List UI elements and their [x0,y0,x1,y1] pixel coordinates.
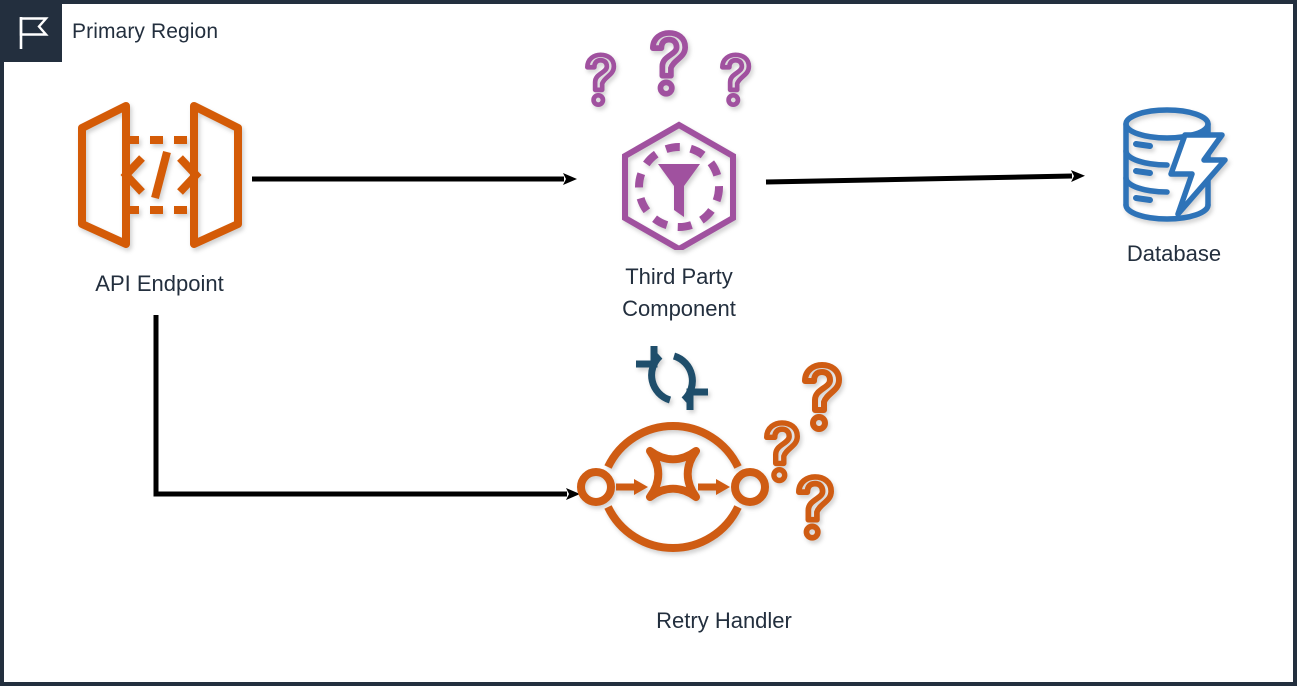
lightning-bolt-icon [1167,132,1228,217]
third-party-icon-art [572,30,787,255]
api-gateway-icon [77,102,242,248]
flag-icon [19,17,49,49]
question-mark-group [764,362,842,541]
output-port-icon [731,468,769,506]
node-database[interactable]: Database [1089,102,1259,270]
node-label-retry-handler: Retry Handler [656,608,792,633]
node-retry-handler[interactable]: Retry Handler [569,334,879,637]
region-flag-badge [4,4,62,62]
dashed-circle [634,143,723,231]
node-third-party-component[interactable]: Third Party Component [559,30,799,325]
hexagon-filter-icon [584,30,751,253]
input-port-icon [577,468,615,506]
retry-refresh-icon [636,346,708,410]
node-label-api-endpoint: API Endpoint [95,271,224,296]
node-label-third-party-component: Third Party Component [622,264,736,321]
connector-third-party-to-database [765,170,1085,185]
database-lightning-icon [1122,107,1228,222]
database-icon-art [1112,102,1237,232]
api-endpoint-icon-art [70,92,250,262]
flow-arrows [616,479,730,495]
node-api-endpoint[interactable]: API Endpoint [52,92,267,300]
question-mark-group [584,30,751,108]
hexagon-outline [621,121,736,253]
funnel-icon [657,164,700,217]
node-label-database: Database [1126,241,1222,266]
resilience-ring [604,422,742,552]
resilience-circle-icon [577,346,842,552]
concave-square-icon [646,447,700,501]
region-title: Primary Region [72,20,219,43]
connector-api-to-retry-handler [153,315,580,500]
retry-handler-icon-art [574,334,874,599]
